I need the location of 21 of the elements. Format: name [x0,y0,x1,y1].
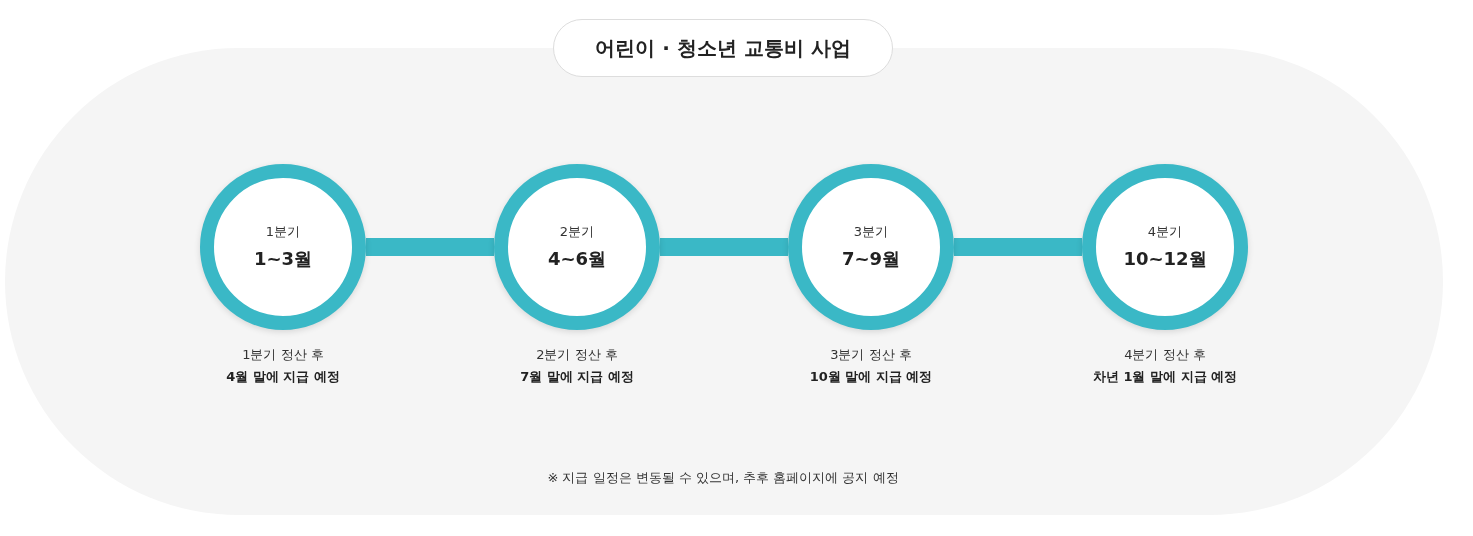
quarter-label: 4분기 [1147,223,1183,241]
month-range: 4~6월 [547,247,607,271]
quarter-label: 1분기 [265,223,301,241]
footnote: ※ 지급 일정은 변동될 수 있으며, 추후 홈페이지에 공지 예정 [546,469,900,487]
settlement-note: 4분기 정산 후 [1124,346,1206,364]
payment-date: 10월 말에 지급 예정 [809,368,933,386]
month-range: 1~3월 [253,247,313,271]
settlement-note: 3분기 정산 후 [830,346,912,364]
title-pill: 어린이 · 청소년 교통비 사업 [553,19,893,77]
quarter-label: 2분기 [559,223,595,241]
settlement-note: 2분기 정산 후 [536,346,618,364]
month-range: 7~9월 [841,247,901,271]
payment-date: 차년 1월 말에 지급 예정 [1092,368,1238,386]
quarter-label: 3분기 [853,223,889,241]
connector-bar [660,238,788,256]
month-range: 10~12월 [1123,247,1207,271]
settlement-note: 1분기 정산 후 [242,346,324,364]
payment-date: 4월 말에 지급 예정 [226,368,340,386]
connector-bar [366,238,494,256]
payment-date: 7월 말에 지급 예정 [520,368,634,386]
connector-bar [954,238,1082,256]
